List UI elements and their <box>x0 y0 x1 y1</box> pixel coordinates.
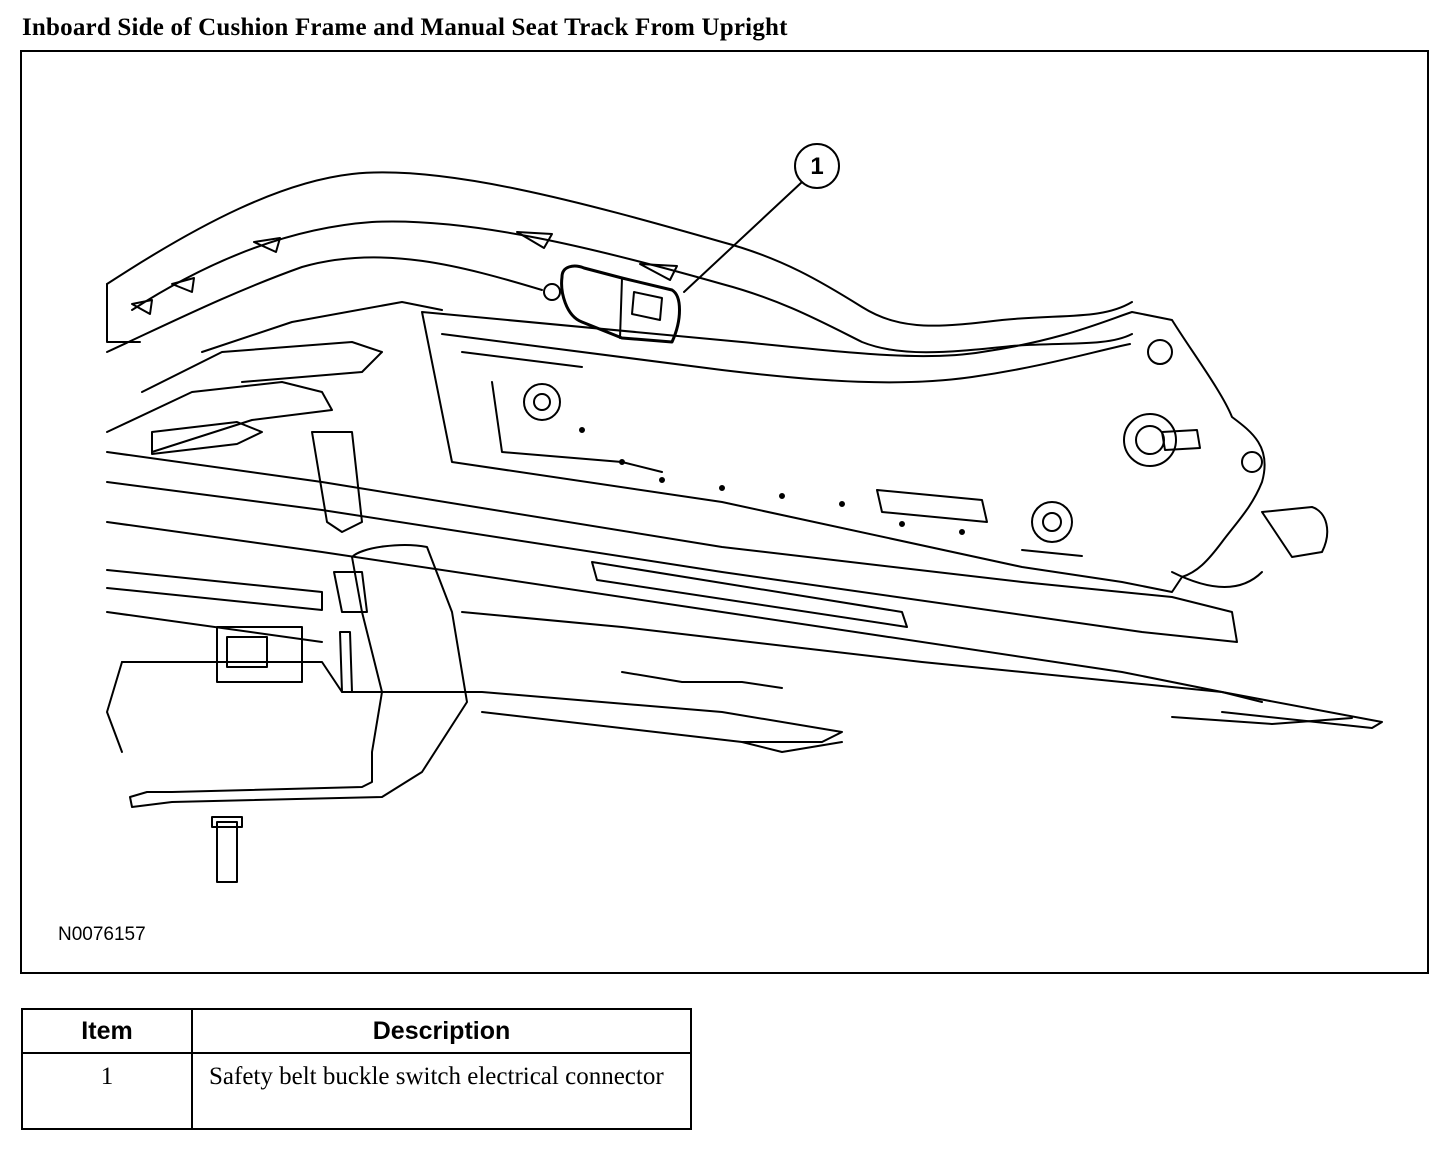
frame-tab <box>253 237 281 253</box>
legend-item-number: 1 <box>21 1052 193 1130</box>
mounting-stud <box>216 821 238 883</box>
harness-wire <box>106 256 543 353</box>
frame-tab <box>131 299 153 315</box>
legend-header-row: Item Description <box>21 1008 692 1054</box>
frame-tab <box>516 231 553 249</box>
rail-bolt <box>1031 501 1073 543</box>
page-title: Inboard Side of Cushion Frame and Manual… <box>22 14 788 41</box>
mounting-bracket <box>129 544 468 808</box>
table-row: 1 Safety belt buckle switch electrical c… <box>21 1052 692 1130</box>
callout-1: 1 <box>683 143 840 293</box>
cushion-frame-outline <box>106 171 1133 327</box>
figure-id: N0076157 <box>58 924 146 945</box>
callout-1-label: 1 <box>810 153 823 180</box>
seat-track-upper-rail <box>106 451 1238 643</box>
seat-track-lower-rail <box>461 611 1263 703</box>
legend-header-item: Item <box>21 1008 193 1054</box>
pivot-bolt <box>1123 413 1177 467</box>
frame-tab <box>639 263 678 281</box>
side-rail-plate <box>421 311 1266 593</box>
lower-track-panel <box>121 661 843 743</box>
rail-bolt <box>523 383 561 421</box>
buckle-switch-connector <box>543 264 681 344</box>
legend-header-description: Description <box>191 1008 692 1054</box>
front-link <box>106 381 333 453</box>
legend-table: Item Description 1 Safety belt buckle sw… <box>21 1008 692 1130</box>
seat-track-illustration: 1 <box>106 143 1383 883</box>
illustration-frame: 1 N0076157 <box>20 50 1429 974</box>
legend-item-description: Safety belt buckle switch electrical con… <box>191 1052 692 1130</box>
frame-tab <box>171 277 195 293</box>
